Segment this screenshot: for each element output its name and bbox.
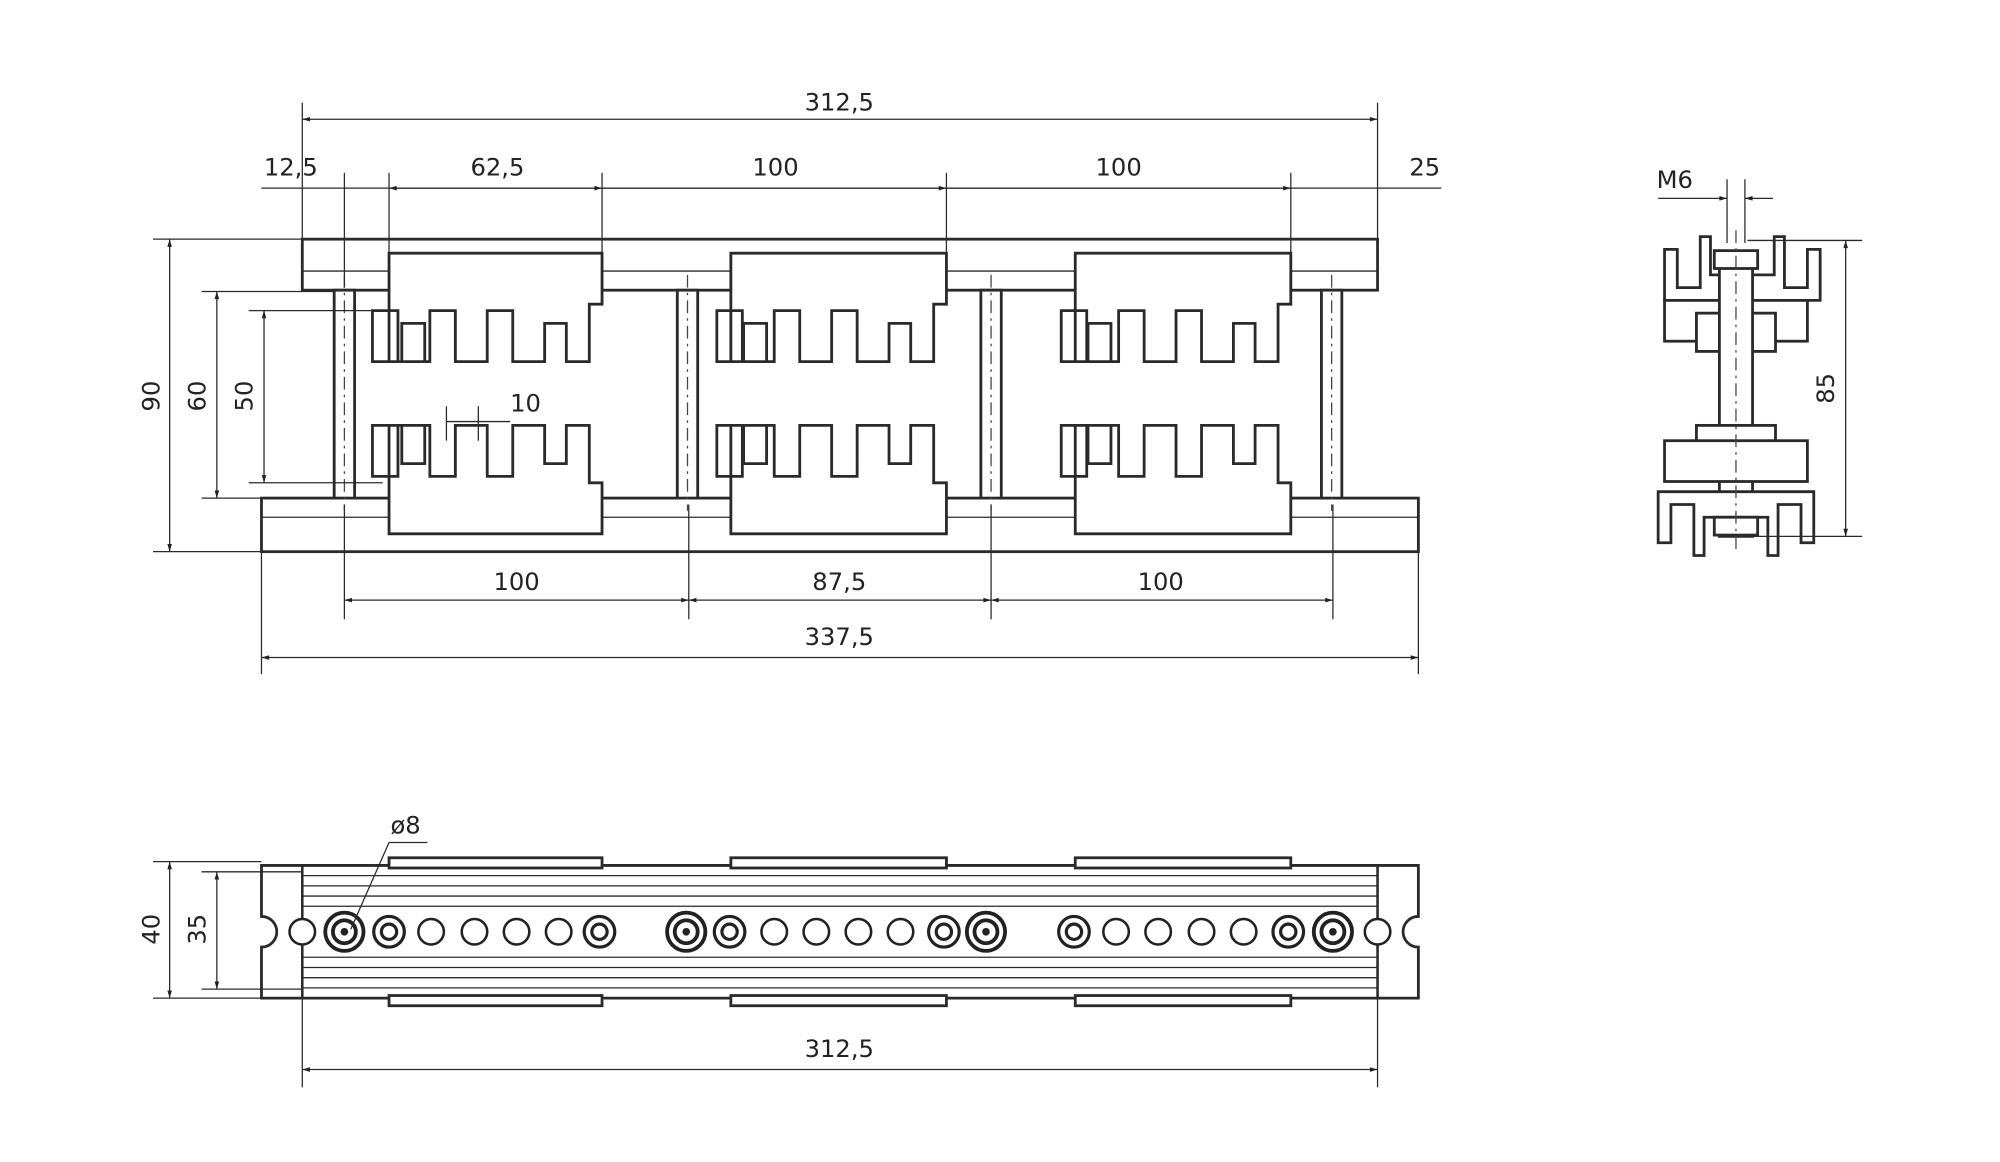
upper-comb-clamp <box>1059 251 1293 364</box>
side-view-dimensions: M6 85 <box>1657 166 1863 537</box>
dim-overall-top: 312,5 <box>805 88 874 116</box>
hole-with-washer <box>926 914 961 949</box>
upper-comb-clamp <box>371 251 604 364</box>
post <box>1320 288 1344 500</box>
hole-with-washer <box>1271 914 1306 949</box>
hole <box>288 917 317 946</box>
hole-with-washer <box>372 914 406 949</box>
lower-comb-clamp <box>371 423 604 536</box>
hole <box>1144 917 1173 946</box>
dim-width-outer: 40 <box>137 914 165 945</box>
dim-second-span: 100 <box>752 153 798 181</box>
dim-thread-m6: M6 <box>1657 166 1693 194</box>
upper-comb-clamp <box>715 251 948 364</box>
front-view <box>260 237 1420 554</box>
side-view <box>1656 230 1822 557</box>
hole-with-washer <box>712 914 747 949</box>
dim-post-span-2: 87,5 <box>812 568 866 596</box>
hole <box>844 917 873 946</box>
dim-height-overall: 90 <box>137 381 165 412</box>
post <box>979 288 1003 500</box>
mounting-holes <box>288 910 1392 953</box>
hole <box>1187 917 1216 946</box>
hole <box>1229 917 1258 946</box>
hole <box>460 917 489 946</box>
dim-overall-bottom: 337,5 <box>805 623 874 651</box>
dim-height-clamp: 50 <box>231 381 259 412</box>
hole-with-washer <box>582 914 617 949</box>
dim-right-offset: 25 <box>1409 153 1440 181</box>
post <box>675 288 700 500</box>
hole <box>502 917 531 946</box>
mounting-posts <box>332 274 1344 511</box>
hole <box>802 917 831 946</box>
post <box>332 288 356 500</box>
lower-comb-clamp <box>1059 423 1293 536</box>
plan-view: ø8 <box>260 812 1420 1008</box>
dim-length: 312,5 <box>805 1035 874 1063</box>
dim-tooth-pitch: 10 <box>510 389 541 417</box>
hole <box>886 917 915 946</box>
lower-comb-clamp <box>715 423 948 536</box>
dim-third-span: 100 <box>1096 153 1142 181</box>
dim-first-span: 62,5 <box>470 153 524 181</box>
dim-height-inner: 60 <box>183 381 211 412</box>
dim-side-height: 85 <box>1812 373 1840 404</box>
hole <box>417 917 446 946</box>
dim-hole-diameter: ø8 <box>390 812 420 840</box>
hole <box>760 917 789 946</box>
dim-post-span-1: 100 <box>493 568 539 596</box>
front-view-dimensions: 312,5 12,5 62,5 100 100 25 90 60 50 10 <box>137 88 1442 675</box>
dim-width-inner: 35 <box>183 914 211 945</box>
plan-view-dimensions: 40 35 312,5 <box>137 860 1379 1088</box>
hole <box>1363 917 1392 946</box>
hole <box>544 917 573 946</box>
hole-with-washer <box>1057 914 1091 949</box>
dim-left-offset: 12,5 <box>264 153 318 181</box>
hole <box>1102 917 1131 946</box>
comb-clamps <box>371 251 1293 536</box>
dim-post-span-3: 100 <box>1138 568 1184 596</box>
